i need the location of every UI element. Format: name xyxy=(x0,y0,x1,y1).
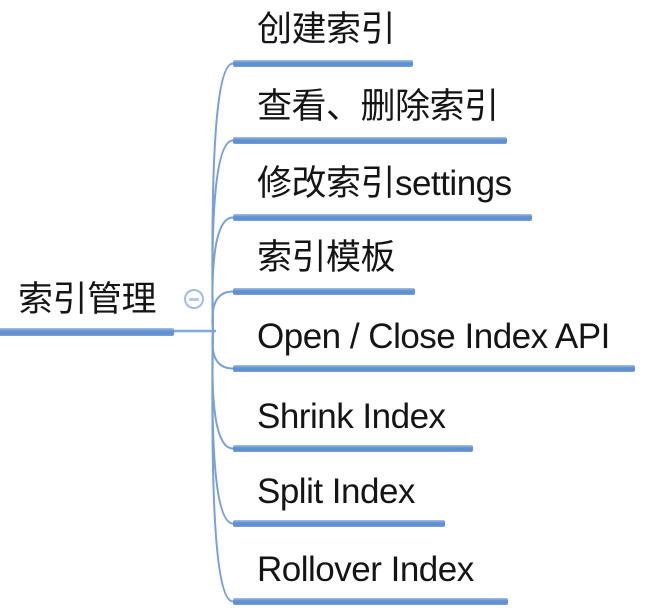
collapse-toggle-button[interactable] xyxy=(184,289,204,309)
branch-curve xyxy=(211,330,234,603)
node-label: 索引模板 xyxy=(257,238,396,277)
node-view-delete-index[interactable]: 查看、删除索引 xyxy=(233,87,507,144)
node-underline xyxy=(233,520,445,527)
node-underline xyxy=(233,214,532,221)
node-open-close-index-api[interactable]: Open / Close Index API xyxy=(233,315,635,372)
node-underline xyxy=(233,365,635,372)
node-index-template[interactable]: 索引模板 xyxy=(233,238,415,295)
node-underline xyxy=(233,445,473,452)
root-node[interactable]: 索引管理 xyxy=(0,278,174,336)
node-underline xyxy=(233,288,415,295)
branch-curve xyxy=(211,139,234,332)
node-rollover-index[interactable]: Rollover Index xyxy=(233,548,508,605)
node-label: Open / Close Index API xyxy=(257,317,610,356)
node-split-index[interactable]: Split Index xyxy=(233,470,445,527)
node-label: Shrink Index xyxy=(257,397,446,436)
node-label: Rollover Index xyxy=(257,550,474,589)
node-underline xyxy=(233,137,507,144)
node-label: 创建索引 xyxy=(257,10,396,49)
node-label: Split Index xyxy=(257,472,415,511)
node-label: 修改索引settings xyxy=(257,164,512,203)
branch-curve xyxy=(211,330,234,370)
node-underline xyxy=(233,60,413,67)
minus-icon xyxy=(189,298,199,301)
branch-curve xyxy=(211,330,234,450)
branch-curve xyxy=(211,62,234,332)
branch-curve xyxy=(211,216,234,332)
node-create-index[interactable]: 创建索引 xyxy=(233,10,413,67)
branch-curve xyxy=(211,290,234,332)
node-label: 查看、删除索引 xyxy=(257,87,499,126)
branch-curve xyxy=(211,330,234,525)
root-underline xyxy=(0,328,174,336)
node-shrink-index[interactable]: Shrink Index xyxy=(233,395,473,452)
node-modify-settings[interactable]: 修改索引settings xyxy=(233,164,532,221)
root-label: 索引管理 xyxy=(17,280,157,319)
node-underline xyxy=(233,598,508,605)
